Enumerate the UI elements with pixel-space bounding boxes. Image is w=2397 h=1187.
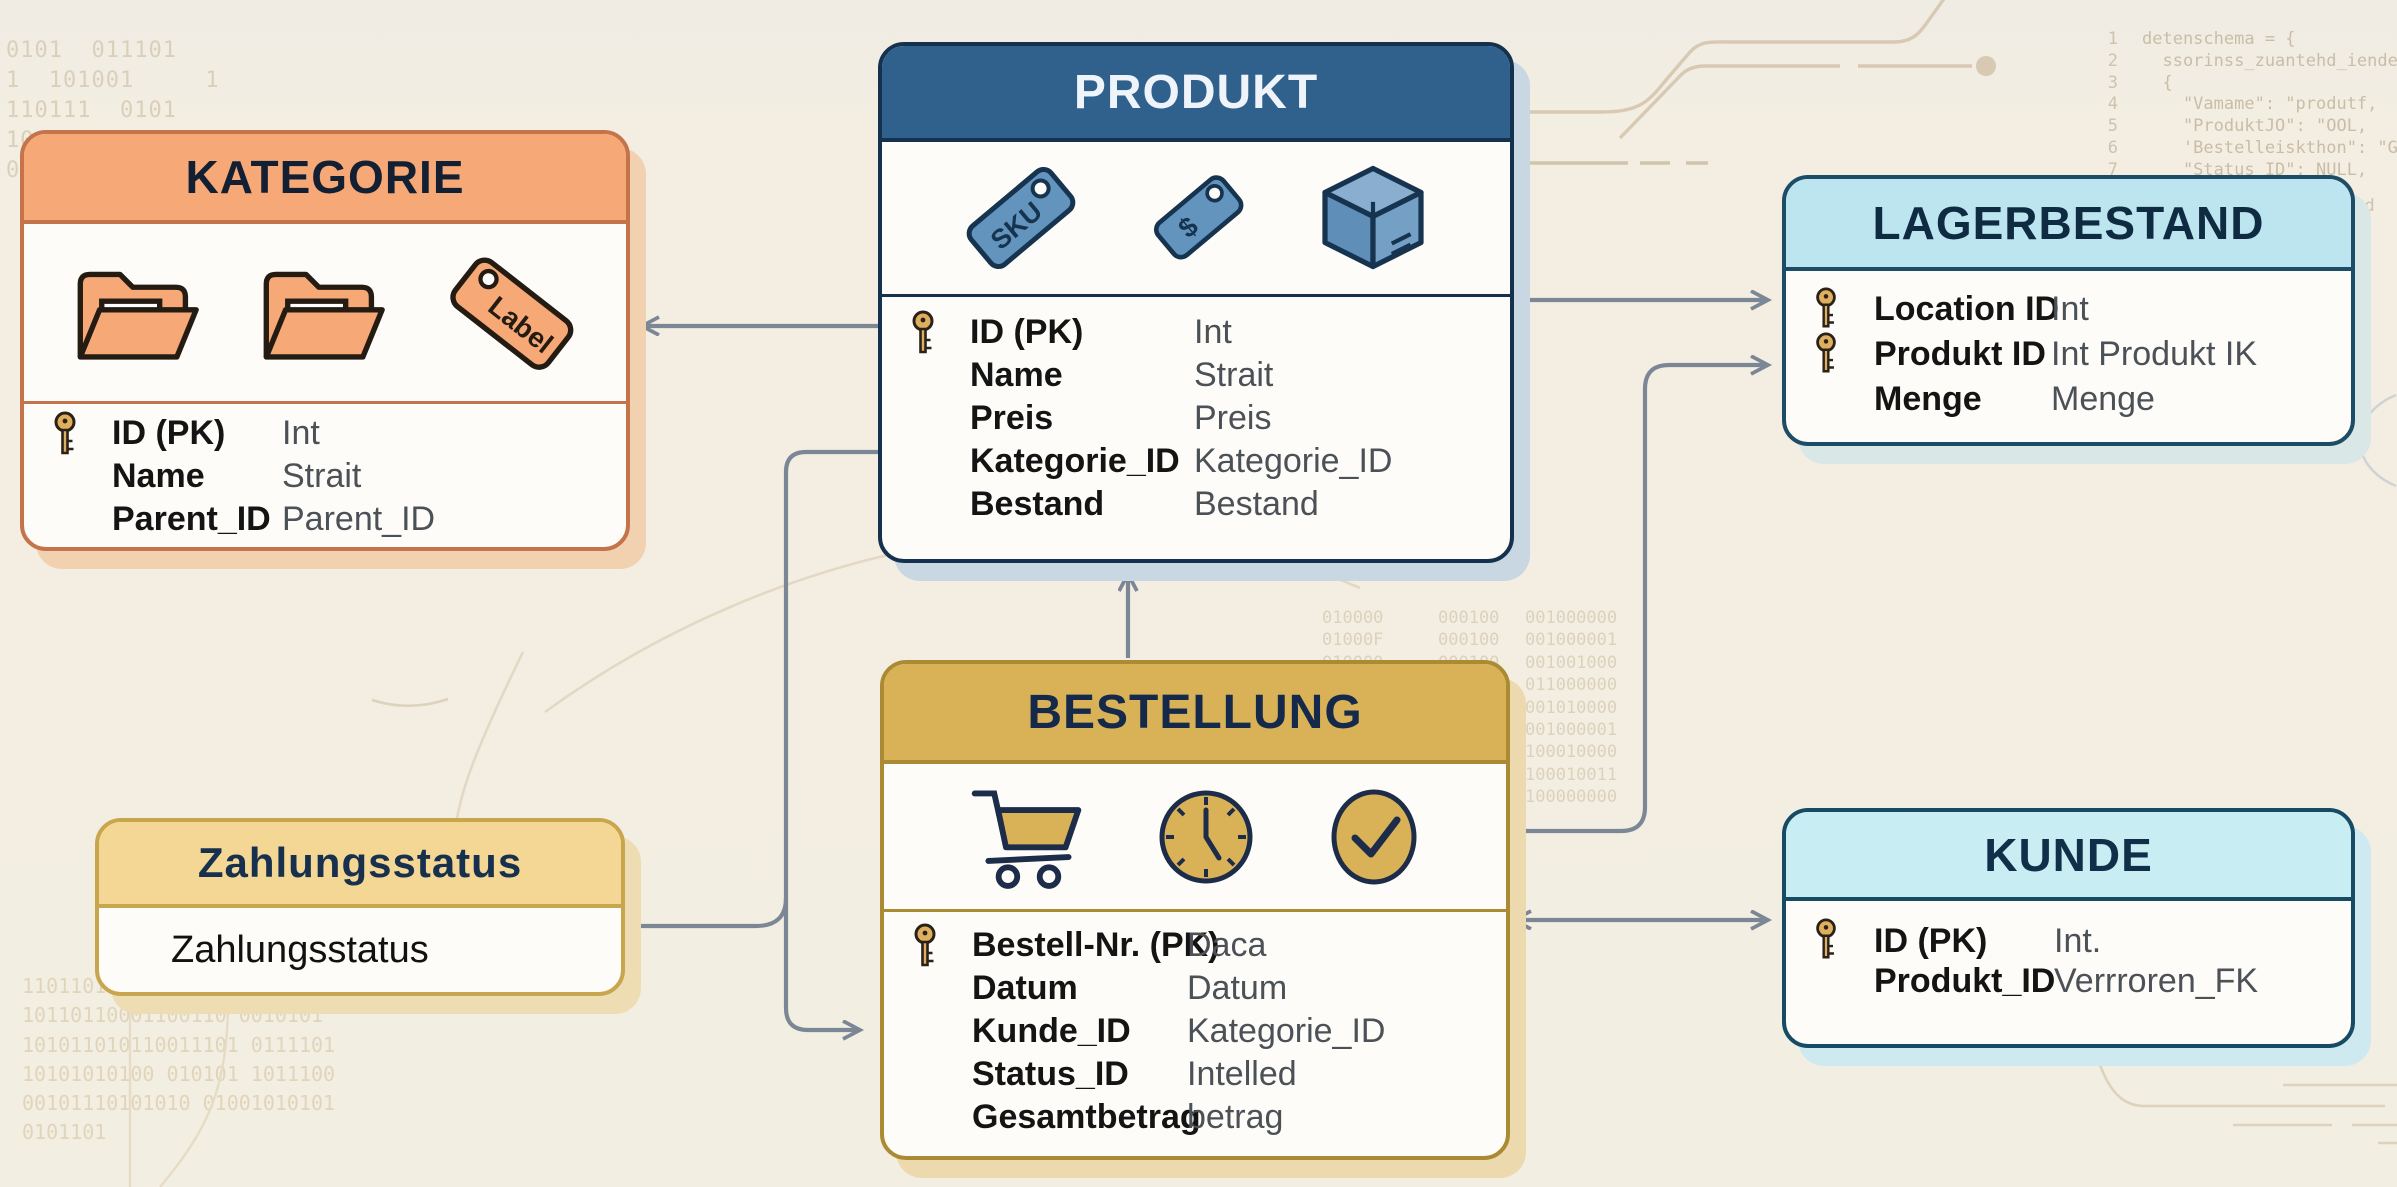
- check-circle-icon: [1331, 789, 1417, 884]
- field-type: Int: [1194, 313, 1232, 351]
- entity-produkt-icons: SKU $: [882, 142, 1510, 297]
- field-name: Gesamtbetrag: [972, 1098, 1201, 1136]
- entity-produkt-title: PRODUKT: [882, 46, 1510, 142]
- field-type: Bestand: [1194, 485, 1319, 523]
- field-type: Datum: [1187, 969, 1288, 1007]
- entity-kategorie-icons: Label: [24, 224, 626, 404]
- primary-key-icon: [910, 923, 940, 969]
- primary-key-icon: [1812, 332, 1842, 378]
- label-tag-icon: Label: [450, 257, 574, 370]
- field-type: Intelled: [1187, 1055, 1297, 1093]
- entity-bestellung-icons: [884, 764, 1506, 912]
- entity-kunde: KUNDE ID (PK) Int. Produkt_IDVerrroren_FK: [1782, 808, 2355, 1048]
- field-name: Produkt_ID: [1874, 962, 2056, 1000]
- primary-key-icon: [908, 310, 938, 356]
- code-line-numbers: 1 2 3 4 5 6 7: [2107, 29, 2118, 180]
- field-type: Menge: [2051, 380, 2155, 418]
- entity-zahlungsstatus: Zahlungsstatus Zahlungsstatus: [95, 818, 625, 996]
- connector-bestellung-lagerbestand: [1502, 365, 1766, 834]
- package-box-icon: [1322, 165, 1424, 270]
- table-row: Bestand Bestand: [882, 483, 1510, 526]
- entity-zahlungsstatus-title: Zahlungsstatus: [99, 822, 621, 908]
- field-type: Strait: [282, 457, 362, 495]
- field-name: Bestell-Nr. (PK): [972, 926, 1220, 964]
- field-name: Kunde_ID: [972, 1012, 1131, 1050]
- entity-kategorie-title: KATEGORIE: [24, 134, 626, 224]
- table-row: Parent_ID Parent_ID: [24, 498, 626, 541]
- field-name: Kategorie_ID: [970, 442, 1180, 480]
- table-row: Kategorie_ID Kategorie_ID: [882, 440, 1510, 483]
- table-row: Gesamtbetragbetrag: [884, 1096, 1506, 1139]
- binary-column-3: 001000000 001000001 001001000 011000000 …: [1525, 608, 1618, 808]
- table-row: ID (PK) Int: [882, 310, 1510, 356]
- field-name: Parent_ID: [112, 500, 271, 538]
- primary-key-icon: [50, 411, 80, 457]
- connector-zahlungsstatus-branch: [617, 897, 789, 929]
- field-type: betrag: [1187, 1098, 1284, 1136]
- field-name: Preis: [970, 399, 1054, 437]
- field-type: Int Produkt IK: [2051, 335, 2257, 373]
- table-row: Location IDInt: [1786, 287, 2351, 332]
- table-row: Bestell-Nr. (PK)Daca: [884, 923, 1506, 969]
- table-row: Status_ID Intelled: [884, 1053, 1506, 1096]
- table-row: Name Strait: [882, 354, 1510, 397]
- connector-produkt-bestellung: [783, 449, 878, 1030]
- circuit-node-dot: [1976, 56, 1996, 76]
- table-row: ID (PK) Int: [24, 411, 626, 457]
- zahlungsstatus-row: Zahlungsstatus: [171, 928, 429, 971]
- field-type: Int: [282, 414, 320, 452]
- folder-icon: [263, 271, 385, 360]
- shopping-cart-icon: [971, 790, 1082, 889]
- primary-key-icon: [1812, 287, 1842, 333]
- entity-lagerbestand-title: LAGERBESTAND: [1786, 179, 2351, 271]
- field-type: Kategorie_ID: [1187, 1012, 1386, 1050]
- field-name: Menge: [1874, 380, 1982, 418]
- field-type: Daca: [1187, 926, 1267, 964]
- field-name: ID (PK): [1874, 922, 1988, 960]
- code-snippet: detenschema = { ssorinss_zuantehd_iender…: [2142, 29, 2397, 180]
- field-name: Status_ID: [972, 1055, 1129, 1093]
- field-name: Location ID: [1874, 290, 2060, 328]
- field-type: Int: [2051, 290, 2089, 328]
- field-name: ID (PK): [970, 313, 1084, 351]
- clock-icon: [1159, 790, 1253, 883]
- table-row: Menge Menge: [1786, 377, 2351, 422]
- entity-kategorie: KATEGORIE Label: [20, 130, 630, 551]
- sku-tag-icon: SKU: [966, 167, 1076, 269]
- field-type: Kategorie_ID: [1194, 442, 1393, 480]
- table-row: Preis Preis: [882, 397, 1510, 440]
- field-name: Datum: [972, 969, 1078, 1007]
- primary-key-icon: [1812, 918, 1842, 964]
- table-row: Name Strait: [24, 455, 626, 498]
- field-type: Strait: [1194, 356, 1274, 394]
- field-name: Produkt ID: [1874, 335, 2046, 373]
- field-name: Bestand: [970, 485, 1105, 523]
- folder-icon: [77, 271, 199, 360]
- entity-kunde-title: KUNDE: [1786, 812, 2351, 901]
- field-name: ID (PK): [112, 414, 226, 452]
- field-type: Verrroren_FK: [2054, 962, 2259, 1000]
- field-type: Parent_ID: [282, 500, 436, 538]
- table-row: Kunde_ID Kategorie_ID: [884, 1010, 1506, 1053]
- table-row: ID (PK) Int.: [1786, 918, 2351, 964]
- field-name: Name: [970, 356, 1063, 394]
- entity-produkt: PRODUKT SKU $: [878, 42, 1514, 563]
- price-tag-icon: $: [1153, 175, 1244, 260]
- table-row: Datum Datum: [884, 967, 1506, 1010]
- field-type: Preis: [1194, 399, 1272, 437]
- table-row: Produkt_IDVerrroren_FK: [1786, 961, 2351, 1001]
- entity-bestellung-title: BESTELLUNG: [884, 664, 1506, 764]
- entity-bestellung: BESTELLUNG: [880, 660, 1510, 1160]
- field-type: Int.: [2054, 922, 2102, 960]
- field-name: Name: [112, 457, 205, 495]
